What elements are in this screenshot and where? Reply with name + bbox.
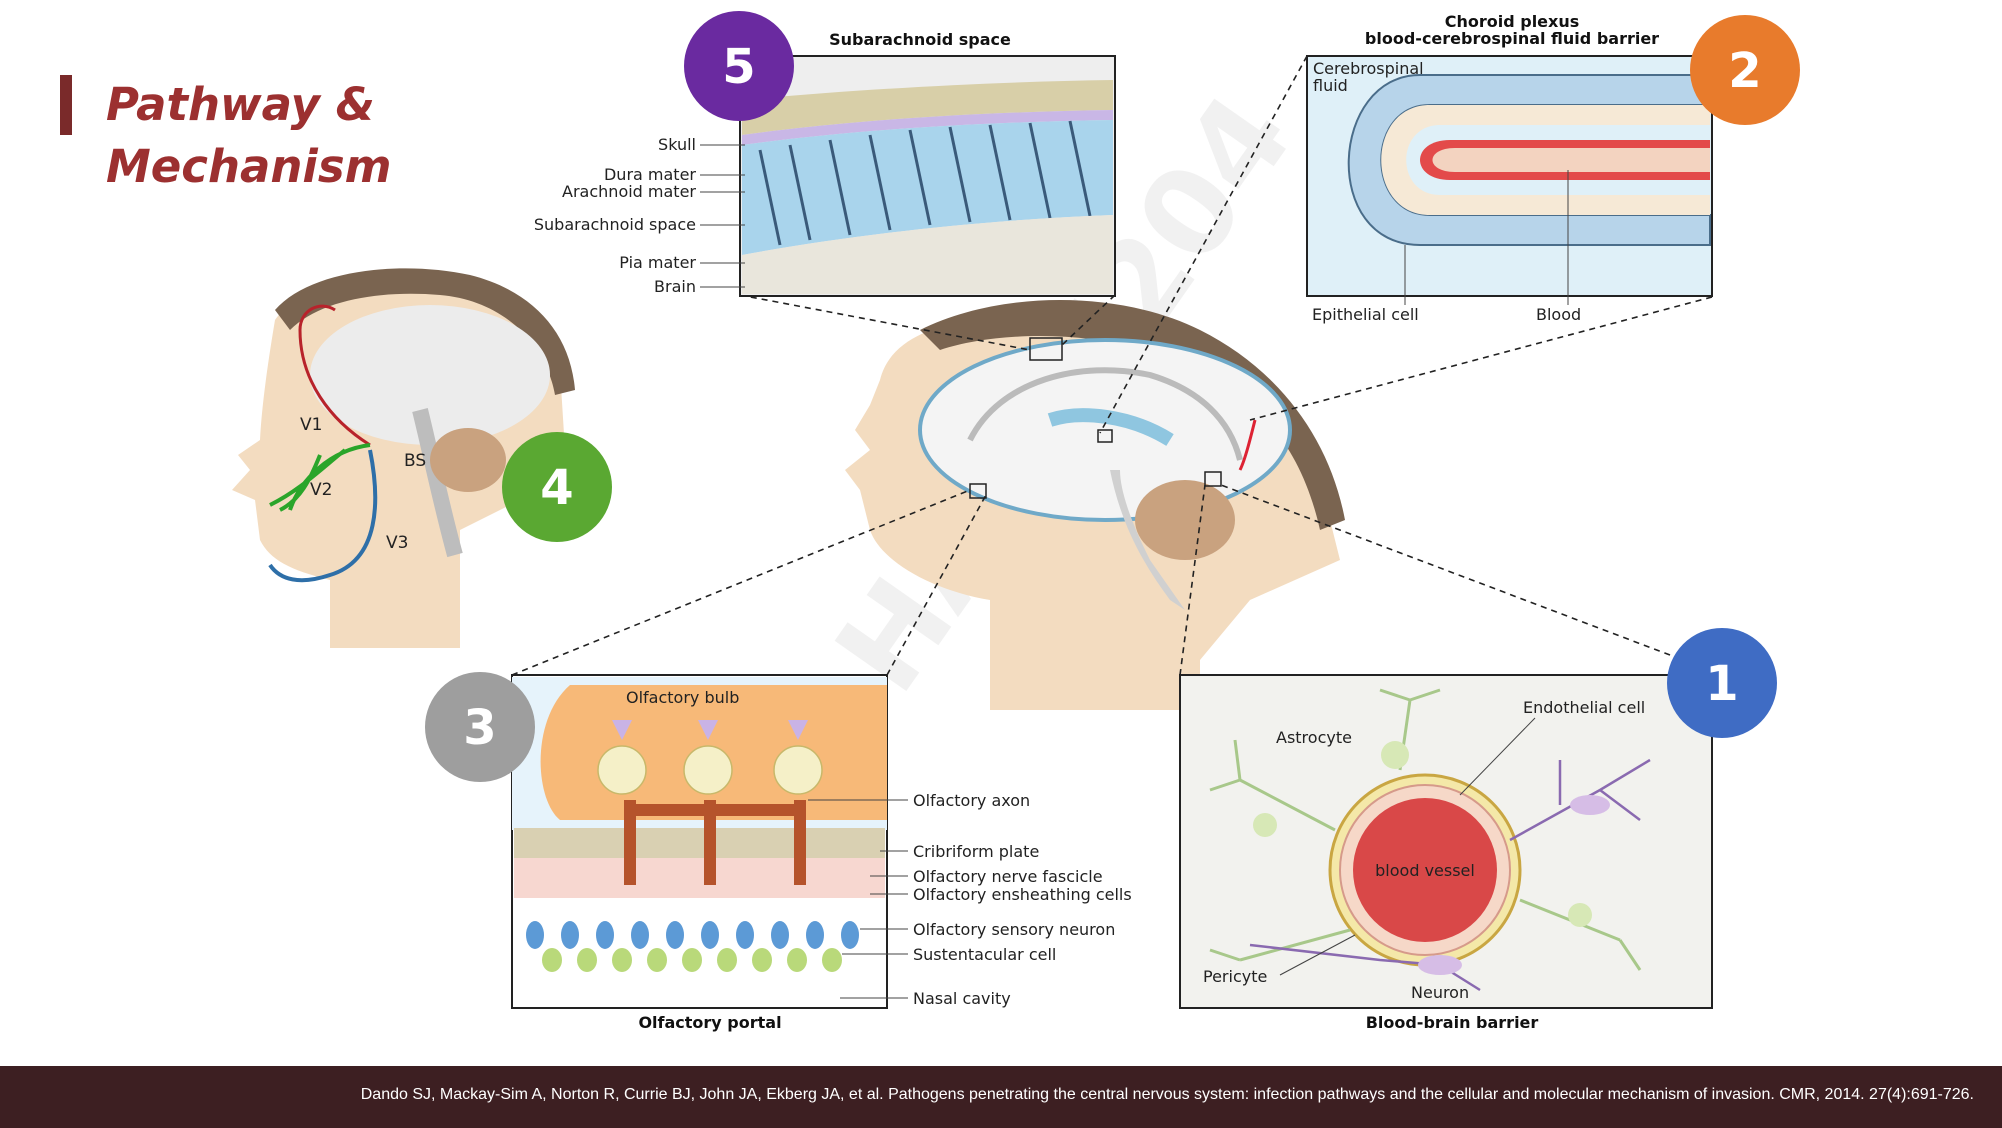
label-brain: Brain — [654, 277, 696, 296]
badge-2: 2 — [1690, 15, 1800, 125]
citation-text: Dando SJ, Mackay-Sim A, Norton R, Currie… — [360, 1086, 1974, 1103]
label-neuron: Neuron — [1411, 983, 1469, 1002]
label-skull: Skull — [658, 135, 696, 154]
panel5-caption: Subarachnoid space — [829, 30, 1011, 49]
label-v1: V1 — [300, 415, 322, 435]
badge-3-number: 3 — [463, 700, 496, 756]
panel-trigeminal: V1 V2 V3 BS — [232, 268, 575, 648]
label-nerve-fascicle: Olfactory nerve fascicle — [913, 867, 1103, 886]
label-pia: Pia mater — [619, 253, 696, 272]
citation-footer: Dando SJ, Mackay-Sim A, Norton R, Currie… — [0, 1066, 2002, 1128]
label-epithelial: Epithelial cell — [1312, 305, 1419, 324]
panel-choroid-plexus: Choroid plexus blood-cerebrospinal fluid… — [1306, 12, 1713, 324]
label-v3: V3 — [386, 533, 408, 553]
badge-5-circle — [684, 11, 794, 121]
label-ensheathing: Olfactory ensheathing cells — [913, 885, 1132, 904]
badge-2-number: 2 — [1728, 43, 1761, 99]
label-nasal-cavity: Nasal cavity — [913, 989, 1011, 1008]
title-line: Pathway & Mechanism — [106, 78, 392, 193]
badge-4: 4 — [502, 432, 612, 542]
badge-4-number: 4 — [540, 460, 573, 516]
slide-title: Pathway & Mechanism — [106, 74, 426, 198]
panel1-caption: Blood-brain barrier — [1366, 1013, 1539, 1032]
badge-2-circle — [1690, 15, 1800, 125]
badge-1: 1 — [1667, 628, 1777, 738]
label-cribriform: Cribriform plate — [913, 842, 1039, 861]
panel-subarachnoid: Subarachnoid space Skull Dura mater Arac… — [534, 30, 1116, 297]
label-sustentacular: Sustentacular cell — [913, 945, 1056, 964]
label-endothelial: Endothelial cell — [1523, 698, 1645, 717]
label-olfactory-bulb: Olfactory bulb — [626, 688, 739, 707]
label-sensory-neuron: Olfactory sensory neuron — [913, 920, 1115, 939]
label-csf: Cerebrospinal — [1313, 59, 1424, 78]
label-csf-2: fluid — [1313, 76, 1348, 95]
badge-1-circle — [1667, 628, 1777, 738]
label-astrocyte: Astrocyte — [1276, 728, 1352, 747]
label-subarachnoid: Subarachnoid space — [534, 215, 696, 234]
panel3-caption: Olfactory portal — [638, 1013, 781, 1032]
label-v2: V2 — [310, 480, 332, 500]
badge-5-number: 5 — [722, 39, 755, 95]
panel-olfactory: Olfactory bulb Olfactory portal Olfactor… — [511, 674, 1132, 1032]
panel2-caption-1: Choroid plexus — [1445, 12, 1580, 31]
label-pericyte: Pericyte — [1203, 967, 1267, 986]
badge-5: 5 — [684, 11, 794, 121]
badge-1-number: 1 — [1705, 656, 1738, 712]
panel-bbb: blood vessel Endothelial cell Astrocyte … — [1179, 674, 1713, 1032]
central-head-illustration — [845, 300, 1345, 710]
label-blood-vessel: blood vessel — [1375, 861, 1475, 880]
badge-3: 3 — [425, 672, 535, 782]
label-olfactory-axon: Olfactory axon — [913, 791, 1030, 810]
badge-3-circle — [425, 672, 535, 782]
label-blood: Blood — [1536, 305, 1581, 324]
label-arachnoid: Arachnoid mater — [562, 182, 696, 201]
title-accent-bar — [60, 75, 72, 135]
connector-lines — [511, 55, 1713, 676]
badge-4-circle — [502, 432, 612, 542]
label-dura: Dura mater — [604, 165, 696, 184]
panel2-caption-2: blood-cerebrospinal fluid barrier — [1365, 29, 1659, 48]
label-bs: BS — [404, 451, 426, 471]
